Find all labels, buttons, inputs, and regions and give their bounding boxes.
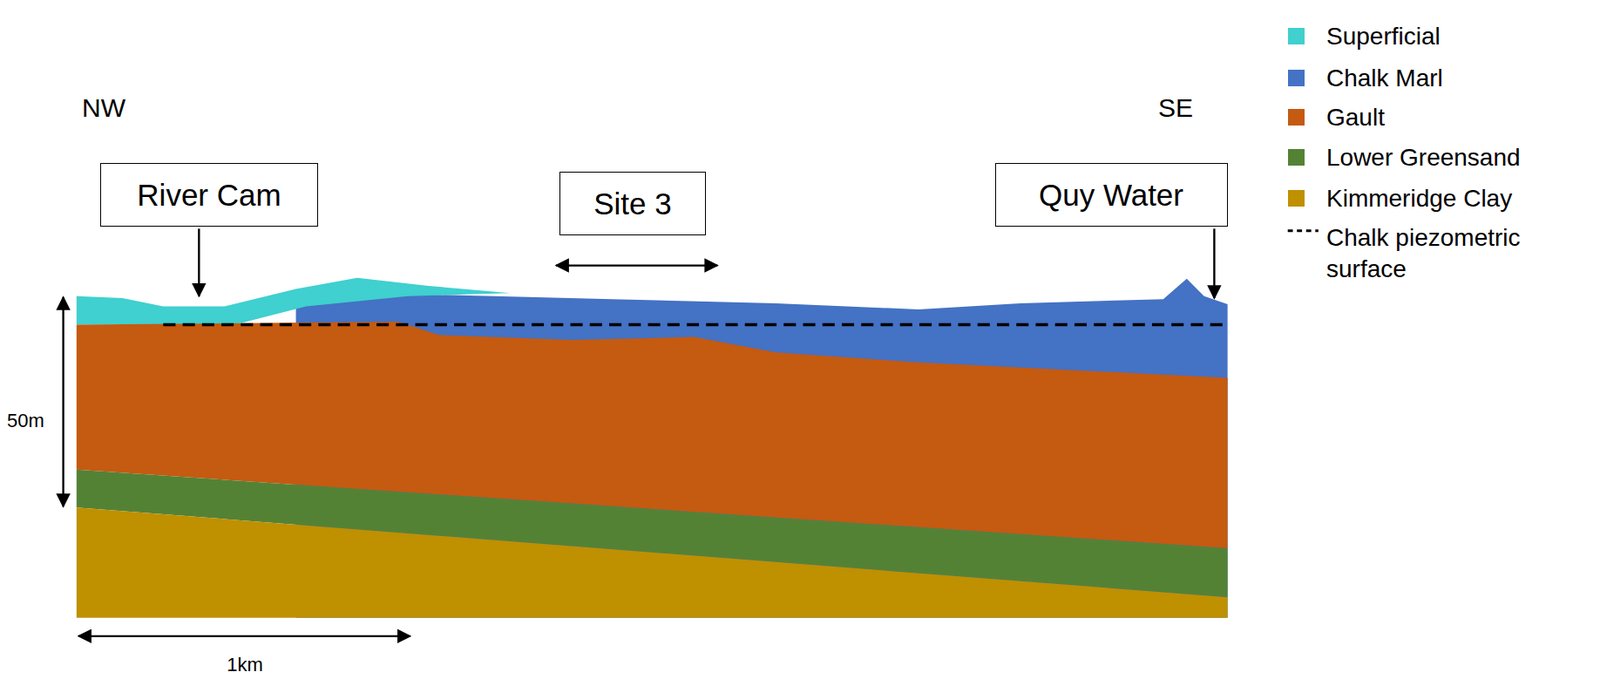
legend-swatch xyxy=(1288,108,1305,126)
location-box: Quy Water xyxy=(995,162,1228,227)
scale-label: 50m xyxy=(6,409,45,433)
legend-text: Chalk Marl xyxy=(1326,62,1588,95)
superficial-layer xyxy=(76,277,511,326)
legend-text: Chalk piezometric surface xyxy=(1326,222,1588,286)
legend-text: Kimmeridge Clay xyxy=(1326,183,1588,215)
location-label: Quy Water xyxy=(1038,177,1184,213)
location-box: Site 3 xyxy=(559,171,706,236)
legend-text: Lower Greensand xyxy=(1326,142,1588,174)
direction-label: NW xyxy=(81,93,126,123)
scale-bar-horizontal xyxy=(78,635,411,638)
legend-swatch xyxy=(1288,69,1305,87)
extent-arrow xyxy=(555,264,718,266)
legend-text: Superficial xyxy=(1326,20,1588,53)
scale-label: 1km xyxy=(226,653,264,677)
direction-label: SE xyxy=(1158,93,1194,123)
piezometric-line xyxy=(162,323,1228,327)
location-box: River Cam xyxy=(100,162,319,227)
legend-swatch xyxy=(1288,27,1305,45)
pointer-arrow xyxy=(1213,228,1215,299)
legend-line-sample xyxy=(1288,229,1319,232)
legend-swatch xyxy=(1288,149,1305,166)
scale-bar-vertical xyxy=(61,297,64,507)
kimmeridge-clay-layer xyxy=(76,507,1228,618)
legend-text: Gault xyxy=(1326,101,1588,134)
location-label: River Cam xyxy=(136,177,281,213)
legend-swatch xyxy=(1288,189,1305,207)
pointer-arrow xyxy=(197,228,200,296)
location-label: Site 3 xyxy=(593,186,672,222)
